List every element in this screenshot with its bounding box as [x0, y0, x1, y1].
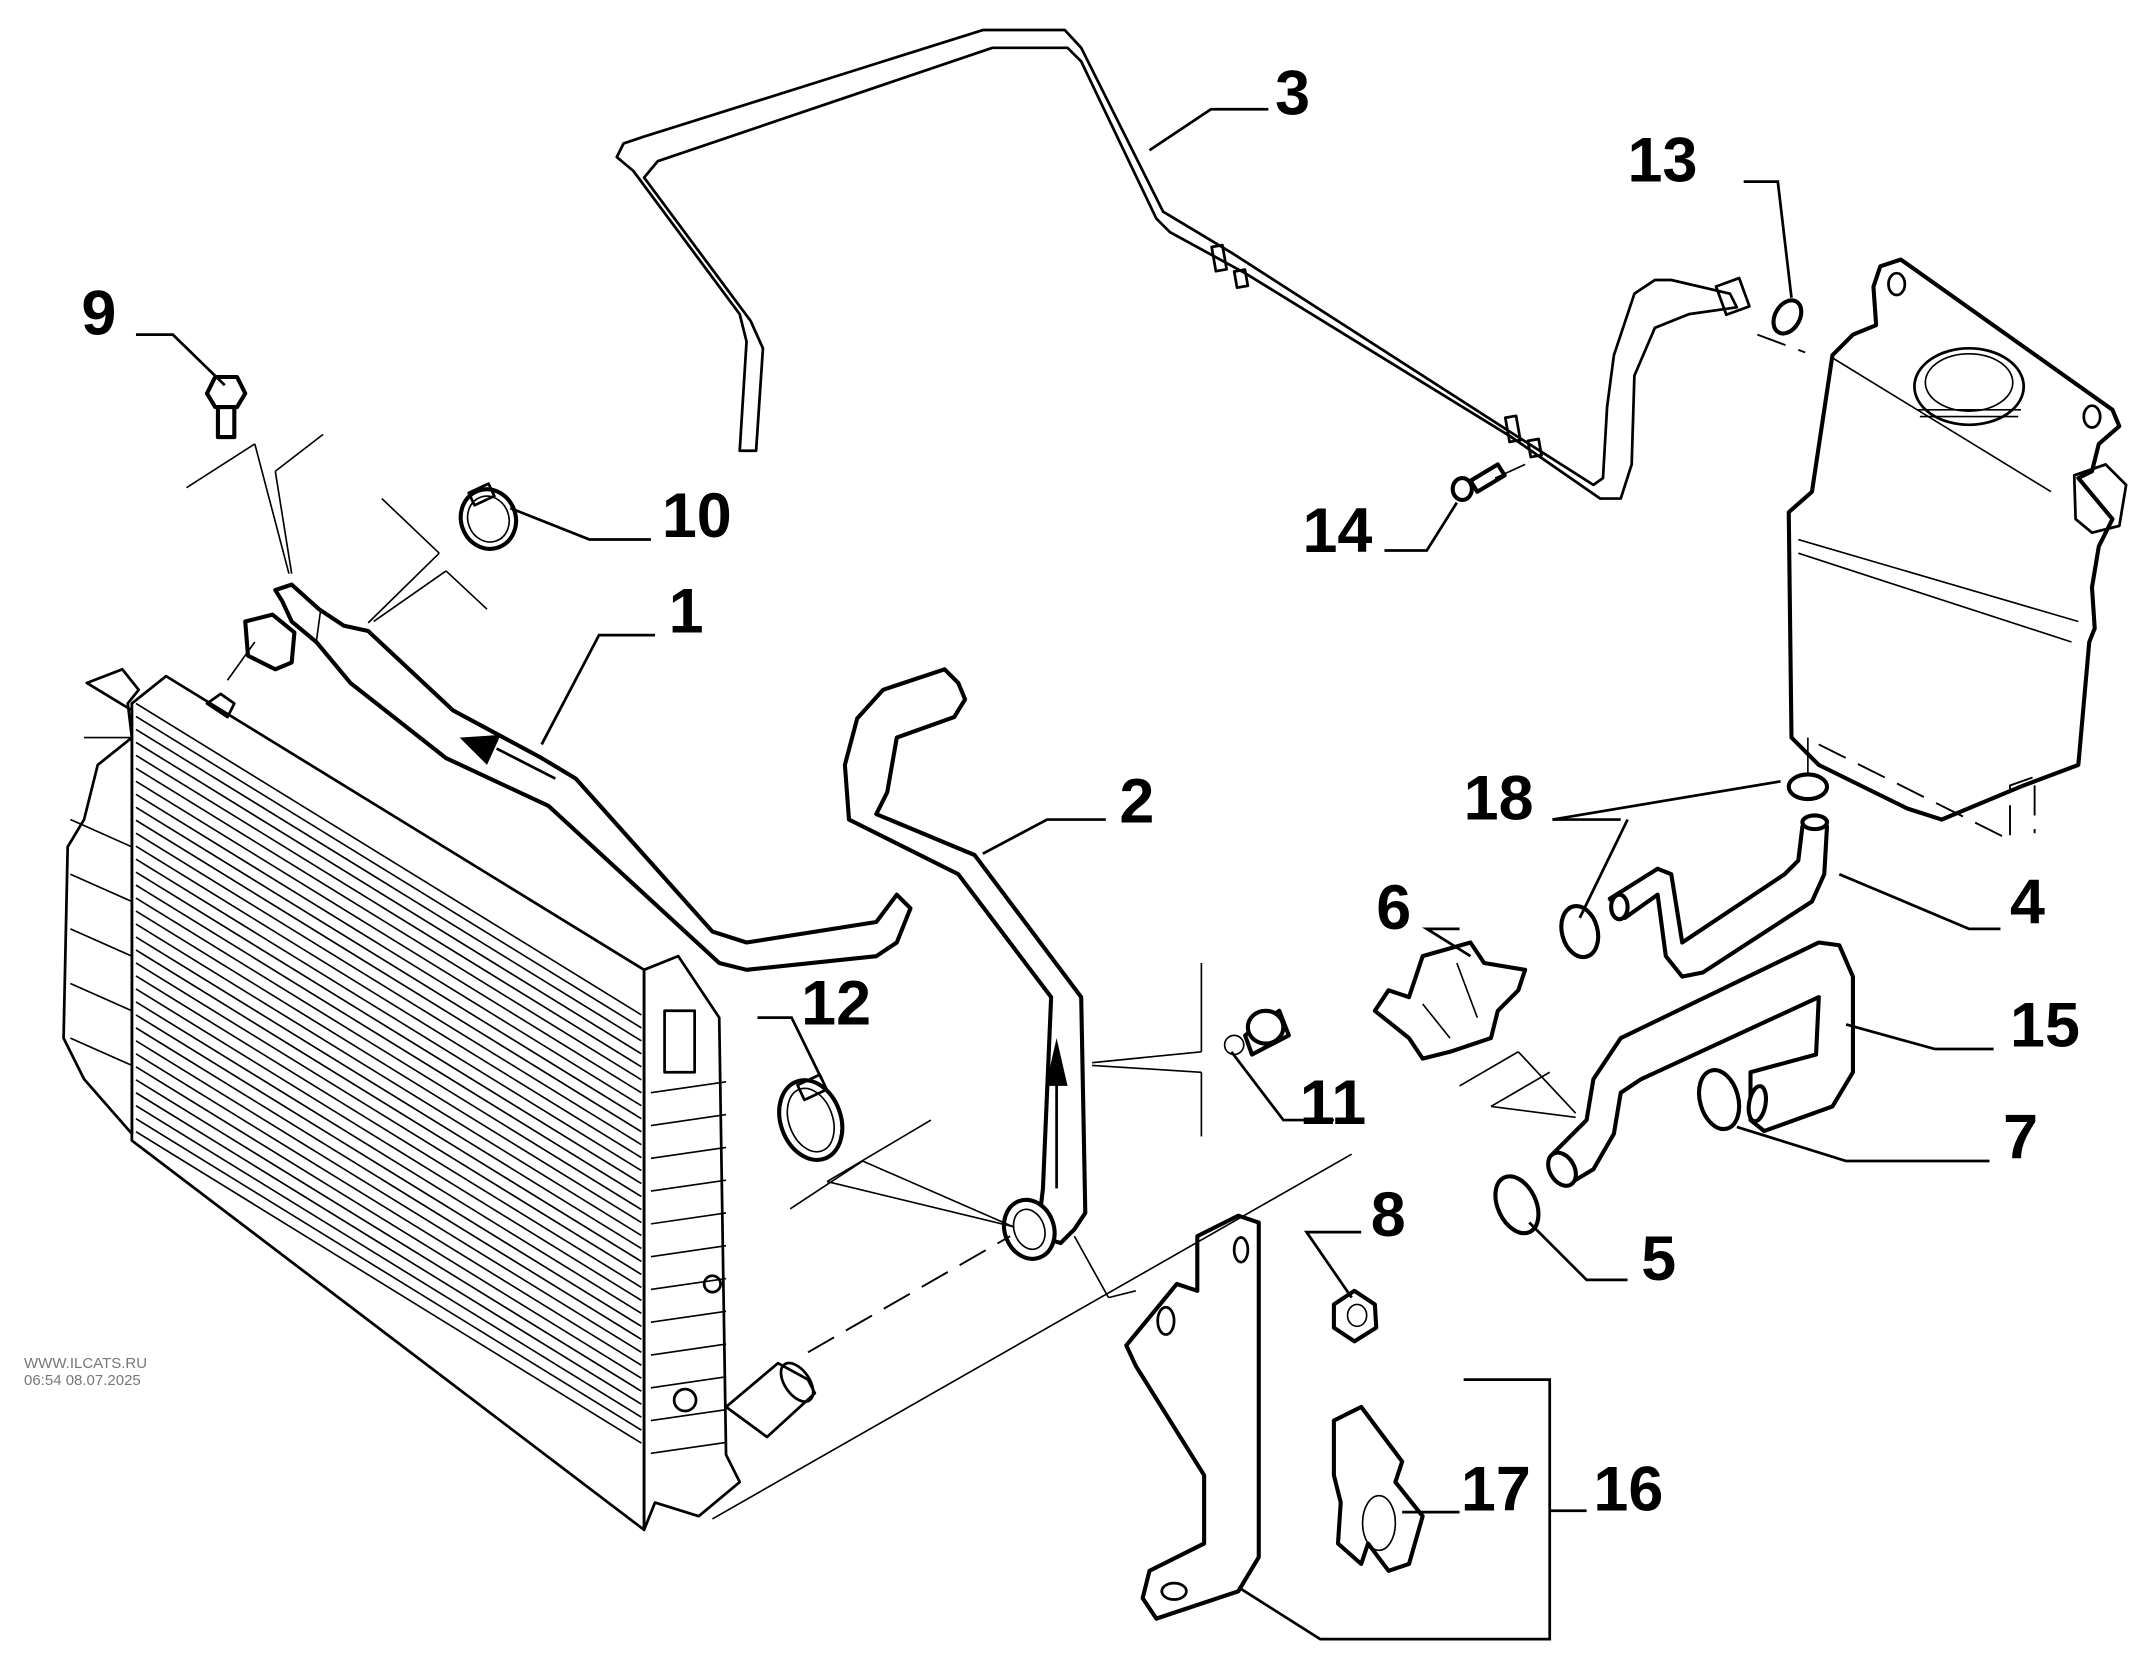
callout-14: 14 — [1302, 496, 1372, 566]
radiator-fin — [135, 910, 642, 1224]
watermark-site: WWW.ILCATS.RU — [24, 1355, 148, 1372]
expansion-tank — [1786, 257, 2128, 842]
radiator-tank-rib — [650, 1310, 727, 1324]
callout-5: 5 — [1641, 1224, 1676, 1294]
radiator-tank-rib — [650, 1113, 727, 1127]
callout-15: 15 — [2010, 990, 2080, 1060]
hose-bracket-6 — [1372, 940, 1528, 1061]
callout-7: 7 — [2003, 1102, 2038, 1172]
radiator-fin — [135, 793, 642, 1107]
radiator-fin — [135, 754, 642, 1068]
callout-9: 9 — [81, 279, 116, 349]
bolt-11 — [1223, 1008, 1291, 1057]
radiator-fin — [135, 897, 642, 1211]
leader-lines — [135, 107, 2001, 1641]
radiator-fin — [135, 923, 642, 1237]
radiator-fin — [135, 1079, 642, 1392]
expansion-tank-bleed-pipe — [615, 28, 1751, 500]
radiator-fin — [135, 845, 642, 1159]
coolant-hose — [1546, 940, 1855, 1188]
radiator-tank-rib — [650, 1408, 727, 1422]
callout-3: 3 — [1275, 59, 1310, 129]
callout-16: 16 — [1593, 1455, 1663, 1525]
radiator-fin — [135, 936, 642, 1250]
hose-clip-17 — [1331, 1404, 1425, 1573]
radiator-fin — [135, 858, 642, 1172]
radiator-fin — [135, 715, 642, 1029]
watermark-timestamp: 06:54 08.07.2025 — [24, 1372, 141, 1389]
hose-clamp-13 — [1771, 298, 1804, 336]
hose-clamp-5 — [1493, 1174, 1541, 1236]
radiator-tank-rib — [650, 1179, 727, 1192]
expansion-tank-outlet-hose — [1607, 813, 1830, 979]
radiator-fin — [135, 1001, 642, 1315]
callout-8: 8 — [1371, 1180, 1406, 1250]
radiator-fin — [135, 1014, 642, 1328]
radiator-fin — [135, 741, 642, 1055]
nut-8 — [1331, 1288, 1379, 1344]
radiator — [62, 667, 817, 1532]
radiator-upper-hose — [243, 582, 913, 972]
support-bracket-16 — [1124, 1213, 1261, 1621]
radiator-fin — [135, 1118, 642, 1431]
radiator-fin — [135, 975, 642, 1289]
callout-1: 1 — [669, 576, 704, 646]
radiator-tank-rib — [650, 1081, 727, 1094]
alignment-lines — [186, 333, 1809, 1520]
radiator-lower-hose — [842, 667, 1088, 1261]
callouts: 1 2 3 4 5 6 7 8 9 10 11 12 13 14 15 16 1… — [81, 59, 2080, 1525]
radiator-fin — [135, 1105, 642, 1418]
bolt-9 — [204, 374, 248, 440]
radiator-fin — [135, 767, 642, 1081]
watermark: WWW.ILCATS.RU 06:54 08.07.2025 — [24, 1355, 147, 1389]
callout-18: 18 — [1464, 764, 1534, 834]
radiator-tank-rib — [650, 1343, 727, 1356]
callout-4: 4 — [2010, 867, 2045, 937]
radiator-fin — [135, 1027, 642, 1340]
radiator-fin — [135, 806, 642, 1120]
radiator-fin — [135, 819, 642, 1133]
radiator-fin — [135, 1092, 642, 1405]
radiator-fin — [135, 1066, 642, 1379]
radiator-tank-rib — [650, 1146, 727, 1160]
hose-clamp-12 — [777, 1073, 845, 1162]
hose-clamp-10 — [458, 482, 519, 551]
callout-13: 13 — [1628, 126, 1698, 196]
radiator-fin — [135, 884, 642, 1198]
radiator-fin — [135, 1053, 642, 1366]
radiator-tank-rib — [650, 1212, 727, 1225]
callout-10: 10 — [662, 481, 732, 551]
radiator-fin — [135, 1130, 642, 1444]
radiator-fin — [135, 871, 642, 1185]
hose-clamp-7 — [1696, 1068, 1742, 1132]
radiator-fin — [135, 832, 642, 1146]
hose-clamp-18-lower — [1559, 904, 1601, 960]
hose-clamp-18-upper — [1786, 772, 1830, 802]
radiator-fin — [135, 728, 642, 1042]
radiator-core-fins — [135, 702, 642, 1444]
radiator-tank-rib — [650, 1376, 727, 1389]
callout-11: 11 — [1300, 1068, 1366, 1138]
radiator-tank-rib — [650, 1244, 727, 1258]
callout-12: 12 — [801, 968, 871, 1038]
radiator-fin — [135, 988, 642, 1302]
radiator-fin — [135, 949, 642, 1263]
radiator-fin — [135, 1040, 642, 1353]
radiator-tank-rib — [650, 1277, 727, 1291]
callout-17: 17 — [1461, 1455, 1531, 1525]
callout-6: 6 — [1376, 873, 1411, 943]
radiator-tank-rib — [650, 1441, 727, 1455]
radiator-fin — [135, 702, 642, 1016]
callout-2: 2 — [1119, 766, 1154, 836]
radiator-fin — [135, 780, 642, 1094]
bolt-14 — [1450, 462, 1507, 502]
radiator-fin — [135, 962, 642, 1276]
